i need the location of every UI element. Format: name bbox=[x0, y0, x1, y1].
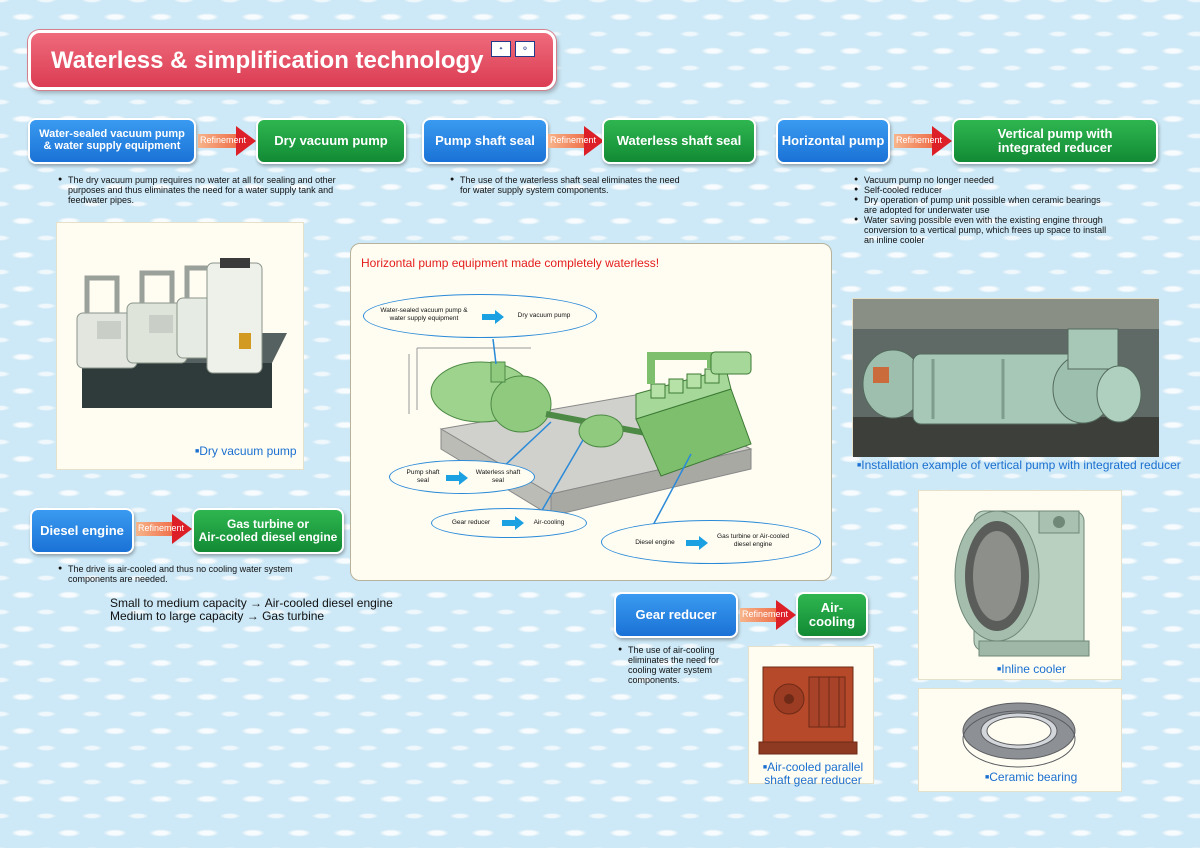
refinement-label: Refinement bbox=[138, 523, 185, 533]
flow-seal-notes: The use of the waterless shaft seal elim… bbox=[450, 175, 690, 195]
note-item: The drive is air-cooled and thus no cool… bbox=[58, 564, 328, 584]
ceramic-bearing-image bbox=[962, 702, 1076, 768]
callout-vacuum: Water-sealed vacuum pump & water supply … bbox=[363, 294, 597, 338]
refinement-label: Refinement bbox=[550, 135, 597, 145]
callout-arrow bbox=[686, 536, 708, 550]
capacity-line-1: Small to medium capacity → Air-cooled di… bbox=[110, 596, 393, 610]
callout-seal: Pump shaft seal Waterless shaft seal bbox=[389, 460, 535, 494]
flow-pump-notes: Vacuum pump no longer needed Self-cooled… bbox=[854, 175, 1116, 245]
caption-gear-reducer: Air-cooled parallel shaft gear reducer bbox=[757, 761, 869, 787]
flow-gear-to: Air-cooling bbox=[796, 592, 868, 638]
flow-pump-to: Vertical pump with integrated reducer bbox=[952, 118, 1158, 164]
callout-seal-to: Waterless shaft seal bbox=[475, 469, 521, 484]
logo-a-icon: ✦ bbox=[491, 41, 511, 57]
flow-gear-notes: The use of air-cooling eliminates the ne… bbox=[618, 645, 738, 685]
callout-engine-from: Diesel engine bbox=[635, 539, 675, 546]
flow-engine-from: Diesel engine bbox=[30, 508, 134, 554]
inline-cooler-image bbox=[954, 510, 1090, 657]
refinement-arrow: Refinement bbox=[136, 514, 192, 544]
note-item: The use of air-cooling eliminates the ne… bbox=[618, 645, 738, 685]
gear-reducer-image bbox=[758, 666, 858, 755]
flow-engine-notes: The drive is air-cooled and thus no cool… bbox=[58, 564, 328, 584]
flow-pump-from: Horizontal pump bbox=[776, 118, 890, 164]
refinement-label: Refinement bbox=[742, 609, 789, 619]
gear-reducer-photo: Air-cooled parallel shaft gear reducer bbox=[748, 646, 874, 787]
vertical-pump-image bbox=[853, 299, 1159, 457]
title-banner: Waterless & simplification technology ✦ … bbox=[28, 30, 556, 90]
logo-b-icon: ⚙ bbox=[515, 41, 535, 57]
flow-vacuum-notes: The dry vacuum pump requires no water at… bbox=[58, 175, 343, 205]
flow-vacuum-to: Dry vacuum pump bbox=[256, 118, 406, 164]
flow-gear-from: Gear reducer bbox=[614, 592, 738, 638]
flow-engine-to: Gas turbine or Air-cooled diesel engine bbox=[192, 508, 344, 554]
refinement-label: Refinement bbox=[896, 135, 943, 145]
waterless-equipment-panel: Horizontal pump equipment made completel… bbox=[350, 243, 832, 581]
callout-engine: Diesel engine Gas turbine or Air-cooled … bbox=[601, 520, 821, 564]
vertical-pump-photo bbox=[852, 298, 1159, 457]
callout-arrow bbox=[502, 516, 524, 530]
callout-vacuum-from: Water-sealed vacuum pump & water supply … bbox=[380, 307, 468, 322]
dry-vacuum-pump-photo: Dry vacuum pump bbox=[56, 222, 304, 470]
caption-vertical-install: Installation example of vertical pump wi… bbox=[857, 459, 1181, 472]
note-item: Self-cooled reducer bbox=[854, 185, 1116, 195]
refinement-arrow: Refinement bbox=[894, 126, 952, 156]
callout-arrow bbox=[446, 471, 468, 485]
note-item: Water saving possible even with the exis… bbox=[854, 215, 1116, 245]
ceramic-bearing-photo: Ceramic bearing bbox=[918, 688, 1122, 792]
callout-gear-to: Air-cooling bbox=[533, 519, 565, 526]
caption-ceramic-bearing: Ceramic bearing bbox=[985, 771, 1077, 784]
panel-title: Horizontal pump equipment made completel… bbox=[361, 256, 660, 270]
flow-seal-to: Waterless shaft seal bbox=[602, 118, 756, 164]
note-item: Dry operation of pump unit possible when… bbox=[854, 195, 1116, 215]
caption-dry-vacuum: Dry vacuum pump bbox=[195, 445, 296, 458]
inline-cooler-photo: Inline cooler bbox=[918, 490, 1122, 680]
callout-seal-from: Pump shaft seal bbox=[406, 469, 440, 484]
refinement-arrow: Refinement bbox=[740, 600, 796, 630]
flow-seal-from: Pump shaft seal bbox=[422, 118, 548, 164]
note-item: Vacuum pump no longer needed bbox=[854, 175, 1116, 185]
refinement-arrow: Refinement bbox=[198, 126, 256, 156]
note-item: The use of the waterless shaft seal elim… bbox=[450, 175, 690, 195]
dry-vacuum-pump-image bbox=[76, 258, 287, 408]
flow-vacuum-from: Water-sealed vacuum pump & water supply … bbox=[28, 118, 196, 164]
refinement-arrow: Refinement bbox=[548, 126, 604, 156]
capacity-line-2: Medium to large capacity → Gas turbine bbox=[110, 609, 325, 623]
callout-gear-from: Gear reducer bbox=[451, 519, 491, 526]
page-title: Waterless & simplification technology bbox=[51, 47, 484, 74]
callout-gear: Gear reducer Air-cooling bbox=[431, 508, 587, 538]
callout-vacuum-to: Dry vacuum pump bbox=[517, 312, 571, 319]
callout-engine-to: Gas turbine or Air-cooled diesel engine bbox=[717, 533, 789, 548]
callout-arrow bbox=[482, 310, 504, 324]
caption-inline-cooler: Inline cooler bbox=[997, 663, 1066, 676]
note-item: The dry vacuum pump requires no water at… bbox=[58, 175, 343, 205]
refinement-label: Refinement bbox=[200, 135, 247, 145]
